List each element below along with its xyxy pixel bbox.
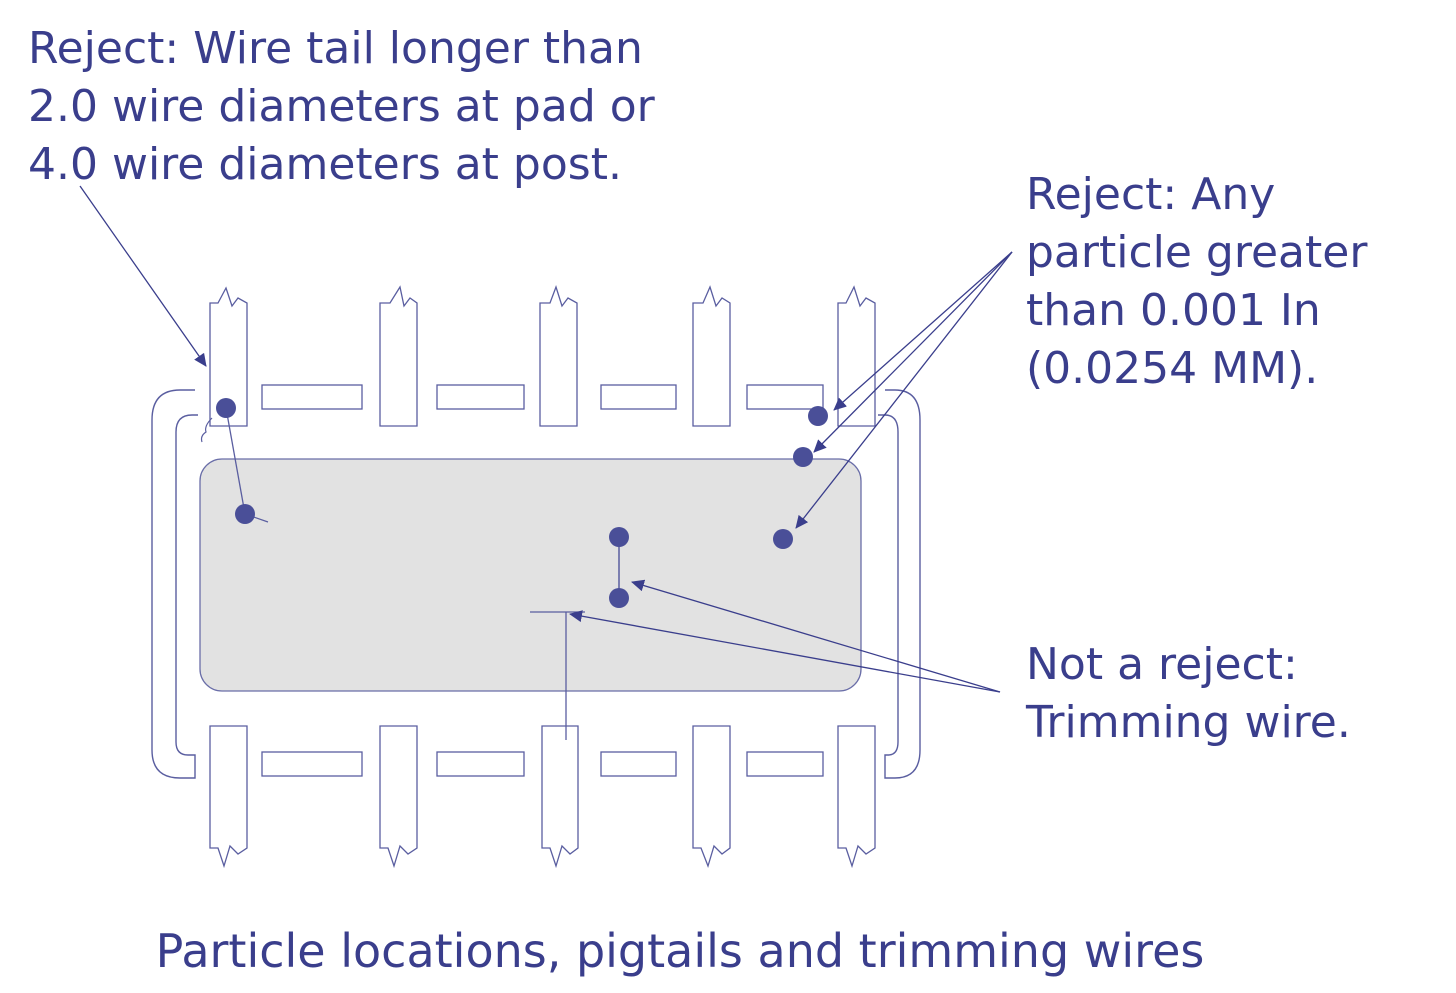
particle-dot-die-left xyxy=(235,504,255,524)
particle-dot-pad xyxy=(216,398,236,418)
bottom-pad-2 xyxy=(436,751,525,777)
particle-line-4: (0.0254 MM). xyxy=(1026,343,1319,394)
top-pad-1 xyxy=(261,384,363,410)
wire-tail-line-2: 2.0 wire diameters at pad or xyxy=(28,81,655,132)
leader-wire-tail xyxy=(79,185,207,367)
wire-tail-line-3: 4.0 wire diameters at post. xyxy=(28,139,622,190)
top-lead-4 xyxy=(692,285,731,427)
bottom-lead-2 xyxy=(379,725,418,869)
wire-tail-annotation: Reject: Wire tail longer than 2.0 wire d… xyxy=(28,20,655,194)
particle-dot-edge xyxy=(793,447,813,467)
particle-dot-die-right xyxy=(773,529,793,549)
trimming-annotation: Not a reject: Trimming wire. xyxy=(1026,636,1351,752)
top-pad-2 xyxy=(436,384,525,410)
bottom-pad-1 xyxy=(261,751,363,777)
right-bracket xyxy=(878,389,921,779)
bottom-pad-4 xyxy=(746,751,824,777)
particle-line-2: particle greater xyxy=(1026,227,1368,278)
pigtail-wire xyxy=(225,407,246,515)
trimming-line-1: Not a reject: xyxy=(1026,639,1298,690)
particle-line-3: than 0.001 In xyxy=(1026,285,1321,336)
left-bracket xyxy=(151,389,198,779)
diagram-caption: Particle locations, pigtails and trimmin… xyxy=(155,924,1205,978)
wire-tail xyxy=(200,417,213,443)
bottom-lead-1 xyxy=(209,725,248,869)
top-pad-3 xyxy=(600,384,677,410)
leader-particle-1 xyxy=(833,251,1013,411)
bottom-lead-5 xyxy=(837,725,876,869)
trim-dot-upper xyxy=(609,527,629,547)
leader-trim-1 xyxy=(631,579,1001,693)
trim-dot-lower xyxy=(609,588,629,608)
leader-particle-2 xyxy=(813,251,1013,453)
top-lead-5 xyxy=(837,285,876,427)
leader-particle-3 xyxy=(795,251,1013,529)
die-body xyxy=(199,458,862,692)
leader-trim-2 xyxy=(569,610,1001,693)
top-pad-4 xyxy=(746,384,824,410)
particle-dot-top-right xyxy=(808,406,828,426)
wire-tail-line-1: Reject: Wire tail longer than xyxy=(28,23,643,74)
bottom-lead-4 xyxy=(692,725,731,868)
top-lead-2 xyxy=(379,285,418,427)
particle-line-1: Reject: Any xyxy=(1026,169,1276,220)
bottom-pad-3 xyxy=(600,751,677,777)
top-lead-3 xyxy=(539,285,578,427)
trimming-line-2: Trimming wire. xyxy=(1026,697,1351,748)
top-lead-1 xyxy=(209,286,248,427)
particle-annotation: Reject: Any particle greater than 0.001 … xyxy=(1026,166,1367,398)
bottom-lead-3 xyxy=(541,725,579,869)
